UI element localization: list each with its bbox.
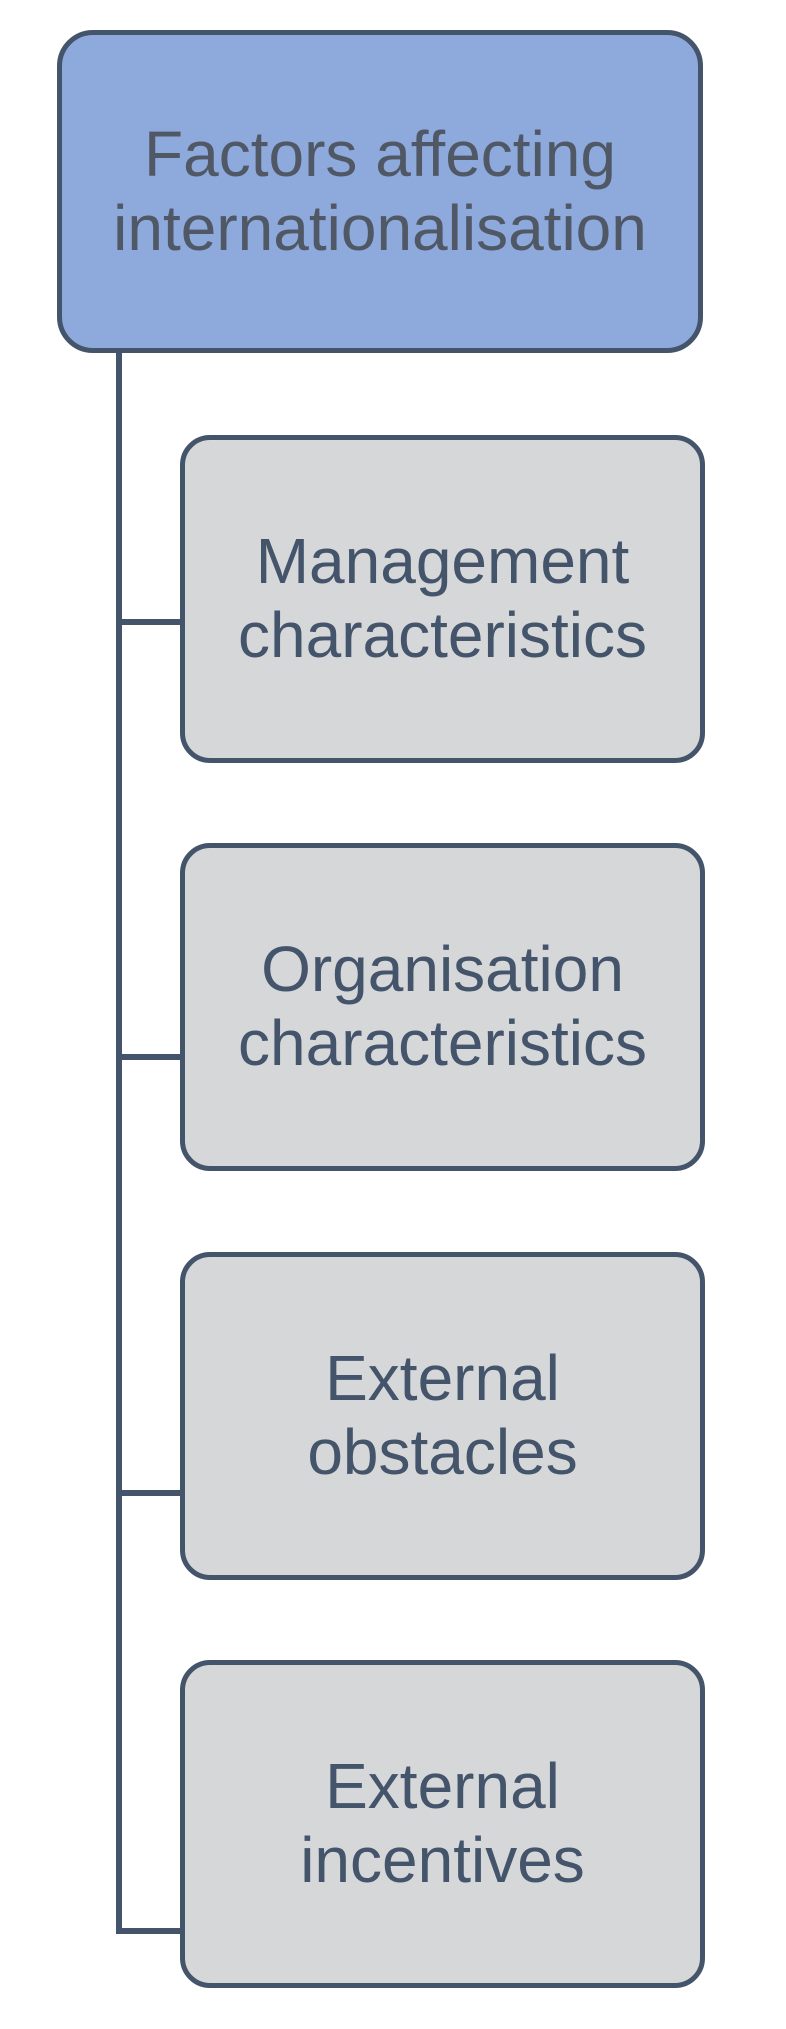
root-node-factors: Factors affecting internationalisation: [57, 30, 703, 353]
connector-trunk-line: [116, 353, 122, 1934]
child-node-organisation-characteristics: Organisation characteristics: [180, 843, 705, 1171]
child-node-external-incentives: External incentives: [180, 1660, 705, 1988]
child-node-label: Management characteristics: [238, 525, 647, 671]
connector-stub-organisation: [116, 1054, 184, 1060]
connector-stub-incentives: [116, 1928, 184, 1934]
child-node-external-obstacles: External obstacles: [180, 1252, 705, 1580]
root-node-label: Factors affecting internationalisation: [113, 117, 647, 264]
child-node-management-characteristics: Management characteristics: [180, 435, 705, 763]
child-node-label: Organisation characteristics: [238, 933, 647, 1079]
child-node-label: External obstacles: [307, 1342, 578, 1488]
connector-stub-obstacles: [116, 1490, 184, 1496]
connector-stub-management: [116, 619, 184, 625]
child-node-label: External incentives: [300, 1750, 585, 1896]
